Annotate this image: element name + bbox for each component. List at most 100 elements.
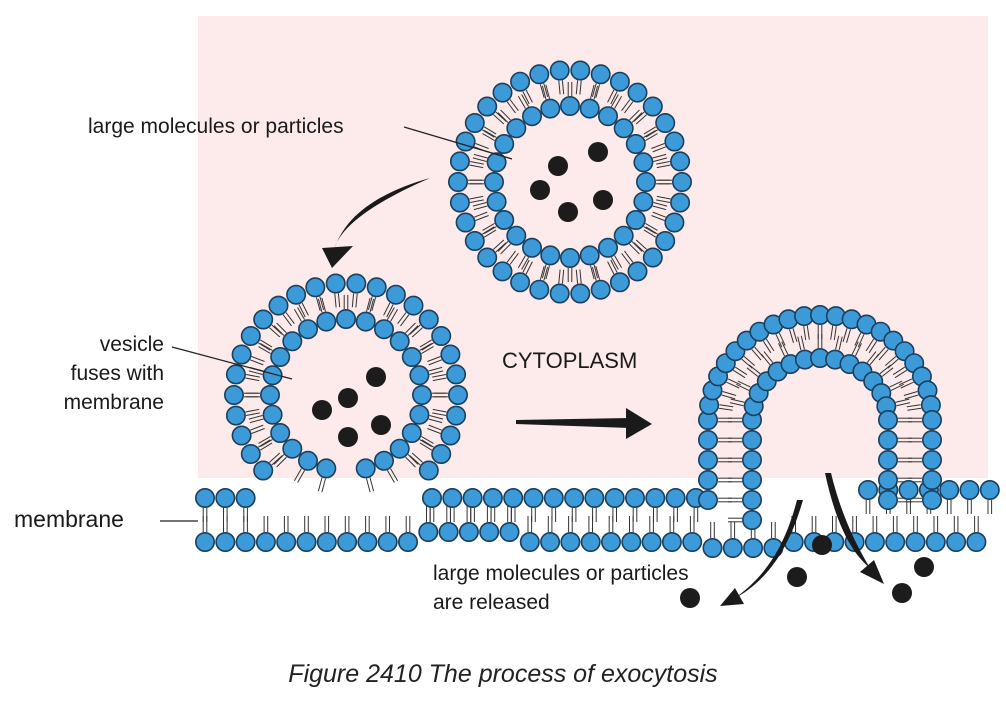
phospholipid-head — [661, 531, 682, 552]
phospholipid-head — [262, 404, 283, 425]
particle — [548, 156, 568, 176]
phospholipid-head — [418, 521, 439, 542]
lipid-tail — [250, 359, 264, 366]
lipid-tail — [367, 296, 373, 311]
particle — [892, 583, 912, 603]
phospholipid-head — [235, 487, 256, 508]
phospholipid-head — [613, 225, 634, 246]
lipid-tail — [643, 129, 656, 138]
lipid-tail — [838, 336, 843, 351]
particle — [338, 388, 358, 408]
lipid-tail — [629, 243, 640, 255]
lipid-tail — [635, 114, 647, 125]
lipid-tail — [741, 358, 753, 369]
lipid-tail — [473, 205, 488, 211]
phospholipid-head — [564, 487, 585, 508]
phospholipid-head — [697, 489, 718, 510]
phospholipid-head — [559, 96, 580, 117]
lipid-tail — [748, 364, 761, 375]
phospholipid-head — [253, 460, 274, 481]
label-membrane: membrane — [14, 506, 124, 532]
phospholipid-head — [276, 531, 297, 552]
lipid-tail — [621, 253, 631, 265]
lipid-tail — [475, 143, 489, 149]
lipid-tail — [652, 146, 666, 153]
phospholipid-head — [641, 531, 662, 552]
lipid-tail — [525, 89, 533, 103]
phospholipid-head — [877, 429, 898, 450]
lipid-tail — [276, 322, 287, 334]
phospholipid-head — [286, 284, 307, 305]
phospholipid-head — [529, 279, 550, 300]
lipid-tail — [472, 157, 487, 162]
lipid-tail — [366, 478, 371, 493]
lipid-tail — [429, 415, 444, 420]
lipid-tail — [561, 80, 565, 95]
lipid-tail — [558, 80, 561, 95]
phospholipid-head — [741, 449, 762, 470]
lipid-tail — [842, 328, 848, 342]
lipid-tail — [900, 381, 914, 389]
lipid-tail — [321, 297, 326, 312]
lipid-tail — [624, 250, 634, 263]
lipid-tail — [419, 339, 433, 348]
phospholipid-head — [377, 531, 398, 552]
lipid-tail — [591, 83, 597, 98]
lipid-tail — [762, 340, 772, 354]
lipid-tail — [778, 332, 786, 346]
lipid-tail — [729, 402, 744, 407]
lipid-tail — [645, 226, 658, 235]
lipid-tail — [591, 266, 597, 281]
phospholipid-head — [215, 487, 236, 508]
phospholipid-head — [510, 71, 531, 92]
lipid-tail — [593, 85, 599, 100]
phospholipid-head — [455, 212, 476, 233]
lipid-tail — [506, 101, 516, 114]
phospholipid-head — [431, 443, 452, 464]
leader-top-cargo — [403, 126, 513, 160]
phospholipid-head — [671, 172, 692, 193]
lipid-tail — [495, 242, 507, 253]
phospholipid-head — [722, 537, 743, 558]
phospholipid-head — [621, 531, 642, 552]
phospholipid-head — [633, 152, 654, 173]
lipid-tail — [721, 394, 736, 400]
lipid-tail — [633, 111, 645, 122]
lipid-tail — [803, 326, 807, 341]
phospholipid-head — [464, 231, 485, 252]
phospholipid-head — [506, 225, 527, 246]
particle — [530, 180, 550, 200]
phospholipid-head — [479, 521, 500, 542]
phospholipid-head — [959, 479, 980, 500]
phospholipid-head — [590, 64, 611, 85]
phospholipid-head — [609, 272, 630, 293]
phospholipid-head — [357, 531, 378, 552]
lipid-tail — [428, 366, 443, 372]
lipid-tail — [419, 342, 432, 351]
lipid-tail — [743, 356, 756, 366]
lipid-tail — [421, 435, 434, 444]
phospholipid-head — [590, 279, 611, 300]
lipid-tail — [500, 243, 511, 255]
lipid-tail — [298, 304, 306, 318]
lipid-tail — [469, 195, 484, 200]
lipid-tail — [282, 314, 292, 327]
phospholipid-head — [225, 405, 246, 426]
phospholipid-head — [455, 131, 476, 152]
lipid-tail — [763, 351, 774, 363]
phospholipid-head — [446, 364, 467, 385]
phospholipid-head — [449, 151, 470, 172]
lipid-tail — [421, 439, 434, 448]
lipid-tail — [719, 404, 734, 408]
particle — [680, 588, 700, 608]
phospholipid-head — [499, 521, 520, 542]
lipid-tail — [645, 222, 658, 231]
lipid-tail — [907, 407, 922, 411]
lipid-tail — [906, 404, 921, 408]
lipid-tail — [595, 84, 601, 99]
lipid-tail — [483, 126, 497, 135]
lipid-tail — [866, 351, 877, 363]
lipid-tail — [781, 341, 789, 355]
phospholipid-head — [655, 231, 676, 252]
lipid-tail — [258, 439, 271, 448]
